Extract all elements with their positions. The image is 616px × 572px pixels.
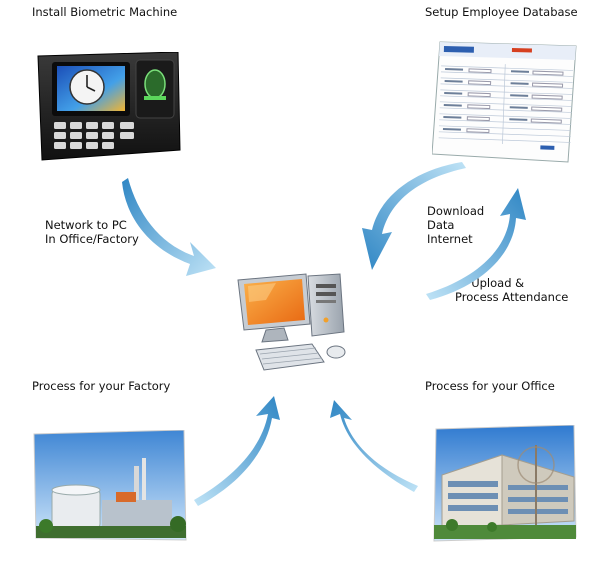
download-label: Download Data Internet <box>427 204 485 246</box>
arrow-network-to-pc <box>122 178 216 276</box>
arrow-office <box>330 400 418 492</box>
upload-label: Upload & Process Attendance <box>455 276 569 304</box>
arrow-download <box>362 162 466 270</box>
arrow-factory <box>194 396 280 506</box>
biometric-machine-image <box>32 52 182 164</box>
network-label: Network to PC In Office/Factory <box>45 218 139 246</box>
office-image <box>432 425 578 545</box>
install-biometric-label: Install Biometric Machine <box>32 5 178 19</box>
arrow-upload <box>426 188 526 300</box>
setup-database-label: Setup Employee Database <box>425 5 578 19</box>
employee-database-image <box>432 40 578 164</box>
factory-label: Process for your Factory <box>32 379 171 393</box>
desktop-computer-image <box>236 270 356 375</box>
factory-image <box>32 430 188 544</box>
office-label: Process for your Office <box>425 379 555 393</box>
